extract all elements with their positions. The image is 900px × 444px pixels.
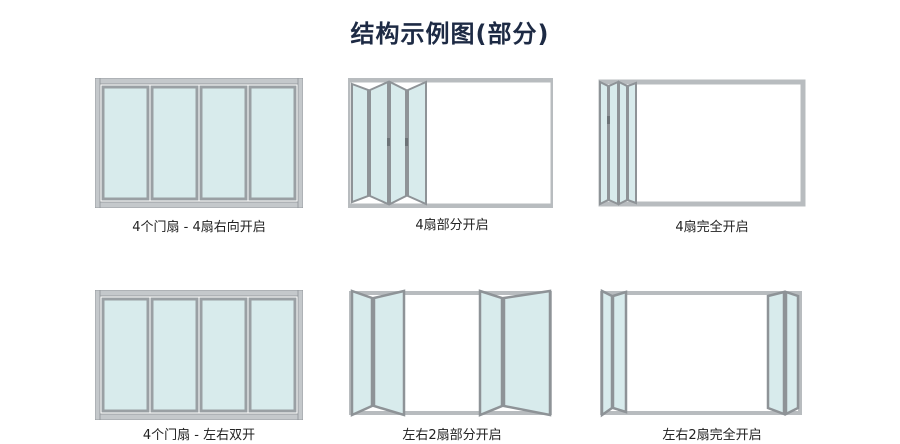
diagram-4-panel-partial-open: [348, 78, 553, 208]
caption-2-panel-partial-open: 左右2扇部分开启: [402, 428, 502, 443]
caption-4-panel-right-opening: 4个门扇 - 4扇右向开启: [132, 220, 266, 235]
caption-4-panel-partial-open: 4扇部分开启: [415, 218, 489, 233]
diagram-4-panel-right-opening: [95, 78, 303, 208]
diagram-4-panel-bi-parting: [95, 290, 303, 420]
caption-4-panel-bi-parting: 4个门扇 - 左右双开: [142, 428, 256, 443]
caption-4-panel-fully-open: 4扇完全开启: [675, 220, 749, 235]
diagram-2-panel-fully-open: [598, 288, 803, 418]
diagram-4-panel-fully-open: [598, 78, 806, 208]
diagram-2-panel-partial-open: [348, 288, 553, 418]
page-title: 结构示例图(部分): [350, 20, 550, 48]
caption-2-panel-fully-open: 左右2扇完全开启: [662, 428, 762, 443]
